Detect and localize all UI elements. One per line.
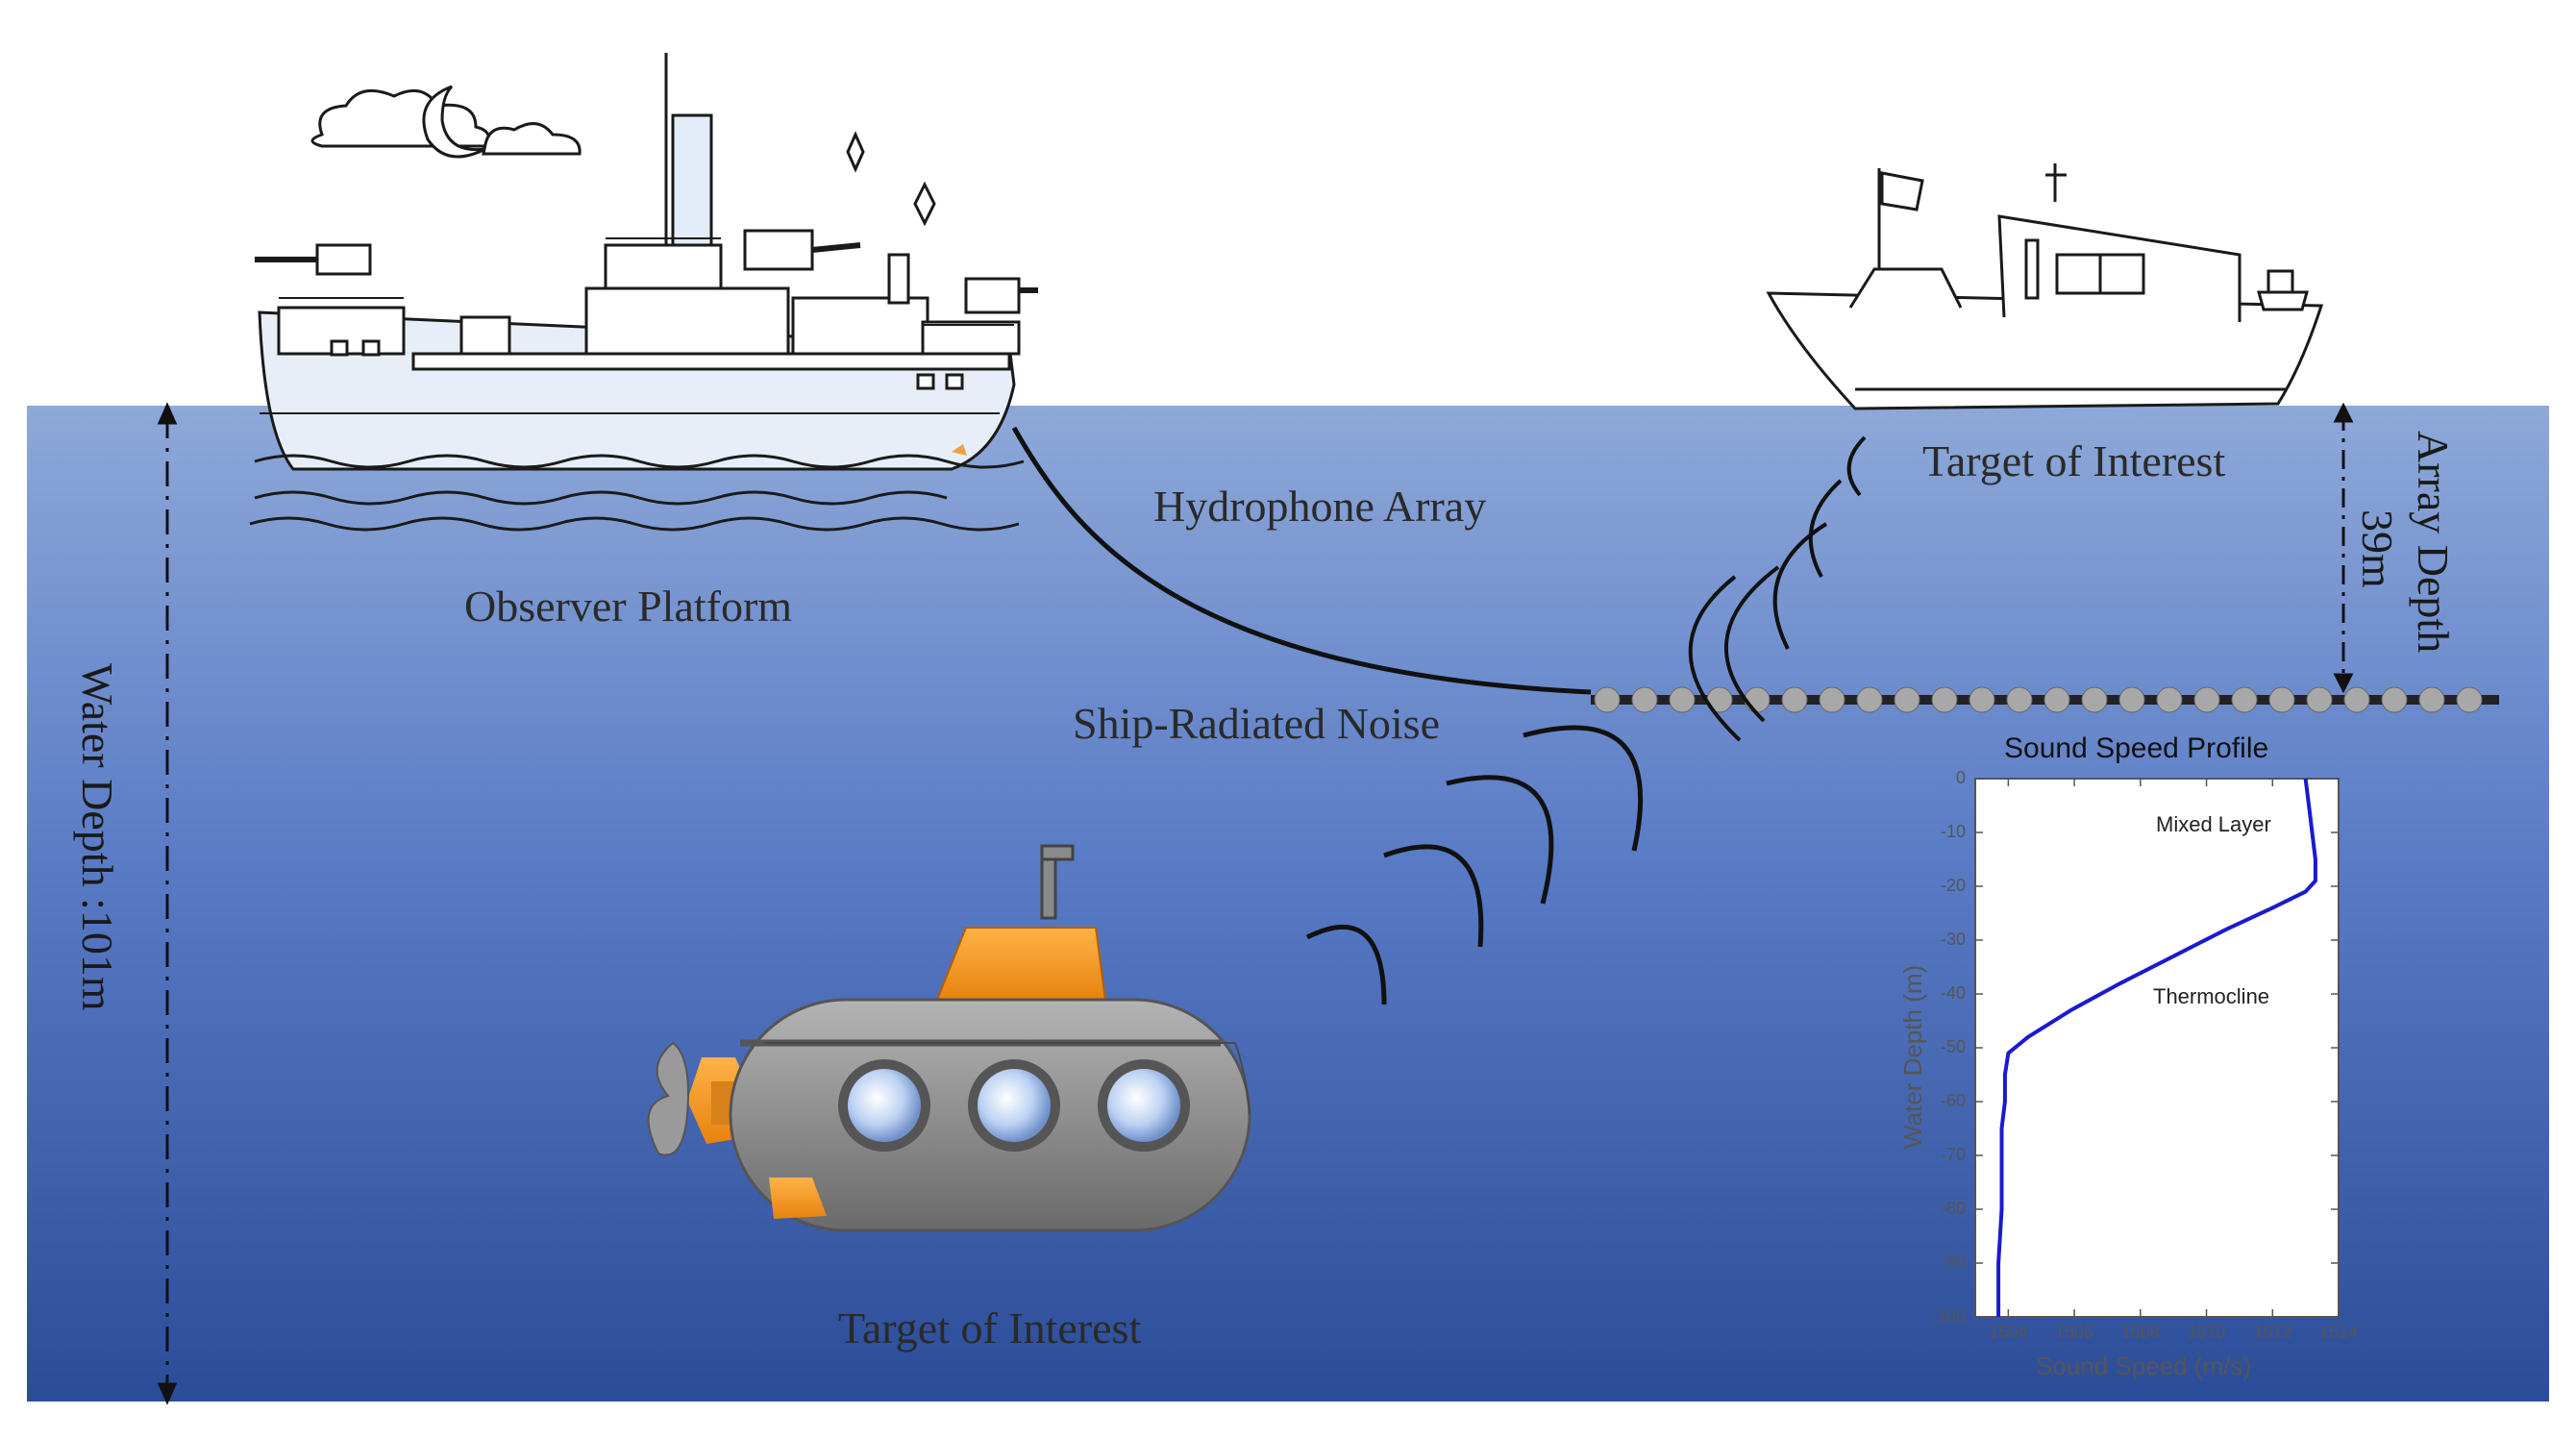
- hydrophone-sensor: [2306, 686, 2333, 713]
- hydrophone-array-label: Hydrophone Array: [1153, 482, 1487, 531]
- hydrophone-sensor: [1669, 686, 1696, 713]
- y-tick-label: 0: [1955, 768, 1966, 787]
- hydrophone-sensor: [1594, 686, 1621, 713]
- hydrophone-sensor: [1856, 686, 1883, 713]
- hydrophone-sensor: [2381, 686, 2408, 713]
- y-tick-label: -30: [1940, 930, 1966, 949]
- star-icon-2: [913, 181, 936, 227]
- x-tick-label: 1508: [2120, 1323, 2160, 1342]
- target-surface-label: Target of Interest: [1922, 436, 2226, 485]
- x-tick-label: 1512: [2253, 1323, 2292, 1342]
- y-tick-label: -40: [1940, 983, 1966, 1003]
- array-depth-label-line1: Array Depth: [2409, 431, 2458, 654]
- array-depth-label-line2: 39m: [2353, 509, 2402, 588]
- hydrophone-sensor: [2231, 686, 2258, 713]
- hydrophone-sensor: [1781, 686, 1808, 713]
- hydrophone-sensor: [1969, 686, 1995, 713]
- submarine: [647, 844, 1251, 1232]
- ssp-curve: [1996, 778, 2317, 1317]
- y-tick-label: -60: [1940, 1091, 1966, 1110]
- observer-ship: [249, 53, 1038, 532]
- sound-speed-chart: [1974, 778, 2340, 1318]
- hydrophone-sensor: [1931, 686, 1958, 713]
- hydrophone-sensor: [2418, 686, 2445, 713]
- water-depth-dimension: [157, 402, 178, 1405]
- hydrophone-sensor: [1631, 686, 1658, 713]
- water-depth-label: Water Depth :101m: [73, 663, 122, 1011]
- hydrophone-sensor: [2006, 686, 2033, 713]
- hydrophone-sensor: [2193, 686, 2220, 713]
- chart-annotation-mixed-layer: Mixed Layer: [2156, 812, 2271, 836]
- x-tick-label: 1514: [2318, 1323, 2359, 1342]
- hydrophone-sensor: [1819, 686, 1845, 713]
- hydrophone-array: [1591, 686, 2499, 713]
- hydrophone-cable: [1011, 426, 1592, 695]
- hydrophone-sensor: [2118, 686, 2145, 713]
- x-tick-label: 1510: [2187, 1323, 2226, 1342]
- hydrophone-sensor: [2156, 686, 2183, 713]
- ship-radiated-noise-waves: [1305, 725, 1644, 1005]
- x-tick-label: 1504: [1989, 1323, 2028, 1342]
- target-submarine-label: Target of Interest: [838, 1303, 1142, 1352]
- chart-ylabel: Water Depth (m): [1898, 964, 1927, 1149]
- target-boat: [1766, 163, 2324, 410]
- cloud-icon-2: [482, 122, 582, 156]
- target-boat-noise-waves: [1688, 435, 1867, 742]
- y-tick-label: -50: [1940, 1037, 1966, 1056]
- y-tick-label: -90: [1940, 1253, 1966, 1272]
- observer-platform-label: Observer Platform: [464, 582, 793, 631]
- hydrophone-sensor: [1894, 686, 1920, 713]
- star-icon: [846, 131, 865, 173]
- ship-radiated-noise-label: Ship-Radiated Noise: [1073, 699, 1440, 748]
- chart-plot-area: [1974, 778, 2340, 1318]
- chart-annotation-thermocline: Thermocline: [2153, 984, 2270, 1008]
- hydrophone-sensor: [2043, 686, 2070, 713]
- cloud-icon: [310, 88, 490, 148]
- hydrophone-sensor: [1744, 686, 1771, 713]
- y-tick-label: -80: [1940, 1199, 1966, 1218]
- chart-title: Sound Speed Profile: [2004, 732, 2269, 764]
- x-tick-label: 1506: [2055, 1323, 2094, 1342]
- array-depth-dimension: [2333, 402, 2354, 694]
- hydrophone-sensor: [2268, 686, 2295, 713]
- y-tick-label: -20: [1940, 876, 1966, 895]
- chart-xlabel: Sound Speed (m/s): [2036, 1352, 2252, 1380]
- y-tick-label: -100: [1930, 1306, 1966, 1326]
- y-tick-label: -10: [1940, 822, 1966, 841]
- y-tick-label: -70: [1940, 1145, 1966, 1164]
- hydrophone-sensor: [2456, 686, 2483, 713]
- hydrophone-sensor: [2081, 686, 2108, 713]
- hydrophone-sensor: [2343, 686, 2370, 713]
